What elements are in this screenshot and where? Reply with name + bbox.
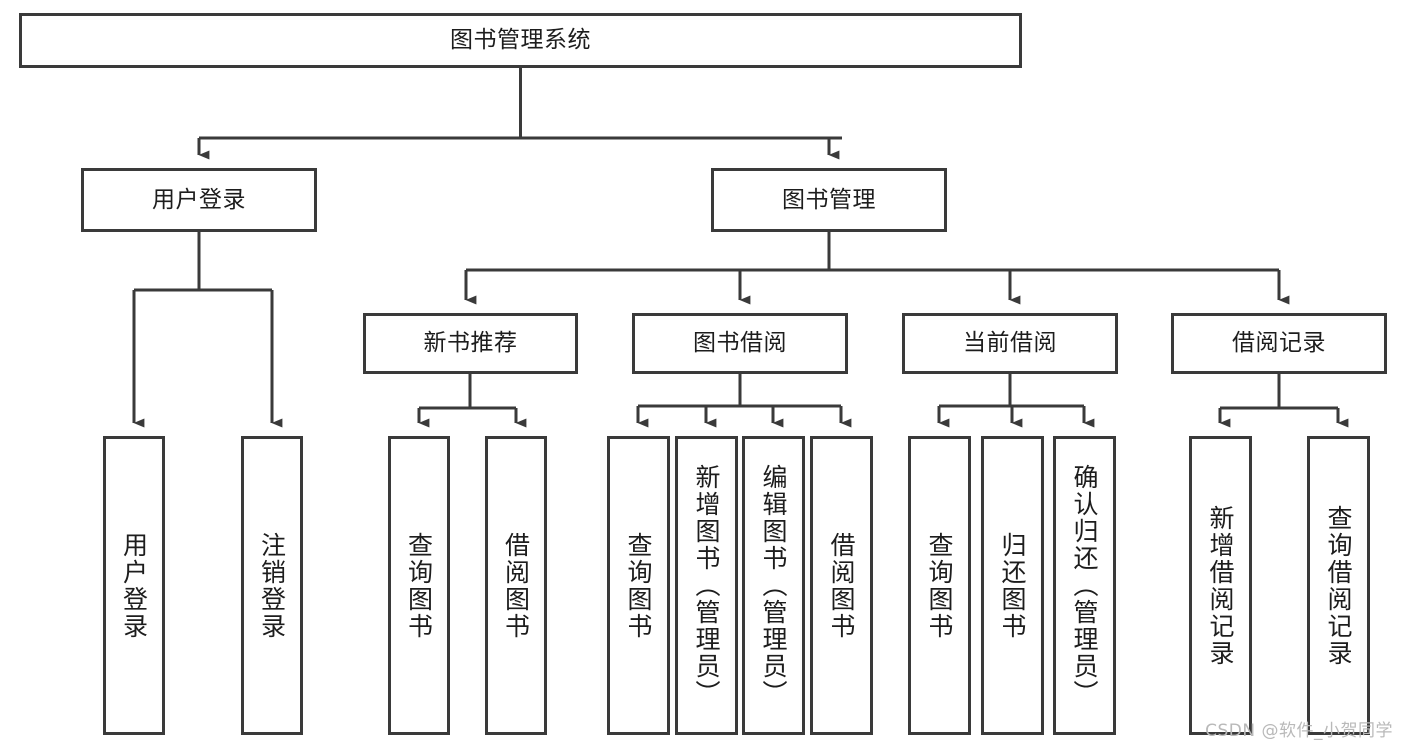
node-label: 借阅图书	[827, 531, 856, 640]
node-label: 新增图书（管理员）	[692, 464, 721, 707]
node-label: 借阅记录	[1232, 330, 1326, 357]
node-label: 用户登录	[119, 531, 149, 640]
node-label: 图书管理	[782, 186, 876, 213]
leaf-node-borrow-book-bb[interactable]: 借阅图书	[810, 436, 873, 735]
node-new-book-recommend[interactable]: 新书推荐	[363, 313, 578, 374]
leaf-node-query-book-nb[interactable]: 查询图书	[388, 436, 450, 735]
node-root-system[interactable]: 图书管理系统	[19, 13, 1022, 68]
node-label: 图书借阅	[693, 330, 787, 357]
node-book-borrow[interactable]: 图书借阅	[632, 313, 848, 374]
node-label: 编辑图书（管理员）	[759, 464, 788, 707]
node-current-borrow[interactable]: 当前借阅	[902, 313, 1118, 374]
node-label: 查询图书	[404, 531, 434, 640]
node-label: 用户登录	[152, 186, 246, 213]
node-user-login[interactable]: 用户登录	[81, 168, 317, 232]
leaf-node-query-borrow-record[interactable]: 查询借阅记录	[1307, 436, 1370, 735]
leaf-node-user-login[interactable]: 用户登录	[103, 436, 165, 735]
node-label: 新增借阅记录	[1206, 504, 1235, 667]
node-label: 注销登录	[257, 531, 287, 640]
csdn-watermark: CSDN @软件_小贺同学	[1205, 721, 1393, 741]
leaf-node-borrow-book-nb[interactable]: 借阅图书	[485, 436, 547, 735]
leaf-node-add-book-admin[interactable]: 新增图书（管理员）	[675, 436, 738, 735]
node-label: 借阅图书	[501, 531, 531, 640]
node-label: 当前借阅	[963, 330, 1057, 357]
leaf-node-query-book-bb[interactable]: 查询图书	[607, 436, 670, 735]
leaf-node-edit-book-admin[interactable]: 编辑图书（管理员）	[742, 436, 805, 735]
node-label: 图书管理系统	[450, 27, 591, 54]
node-label: 确认归还（管理员）	[1070, 464, 1099, 707]
node-label: 查询借阅记录	[1324, 504, 1353, 667]
node-label: 归还图书	[998, 531, 1027, 640]
leaf-node-confirm-return-admin[interactable]: 确认归还（管理员）	[1053, 436, 1116, 735]
node-borrow-record[interactable]: 借阅记录	[1171, 313, 1387, 374]
leaf-node-add-borrow-record[interactable]: 新增借阅记录	[1189, 436, 1252, 735]
leaf-node-query-book-cb[interactable]: 查询图书	[908, 436, 971, 735]
node-label: 新书推荐	[423, 330, 518, 357]
node-book-management[interactable]: 图书管理	[711, 168, 947, 232]
node-label: 查询图书	[925, 531, 954, 640]
leaf-node-return-book[interactable]: 归还图书	[981, 436, 1044, 735]
leaf-node-logout[interactable]: 注销登录	[241, 436, 303, 735]
node-label: 查询图书	[624, 531, 653, 640]
